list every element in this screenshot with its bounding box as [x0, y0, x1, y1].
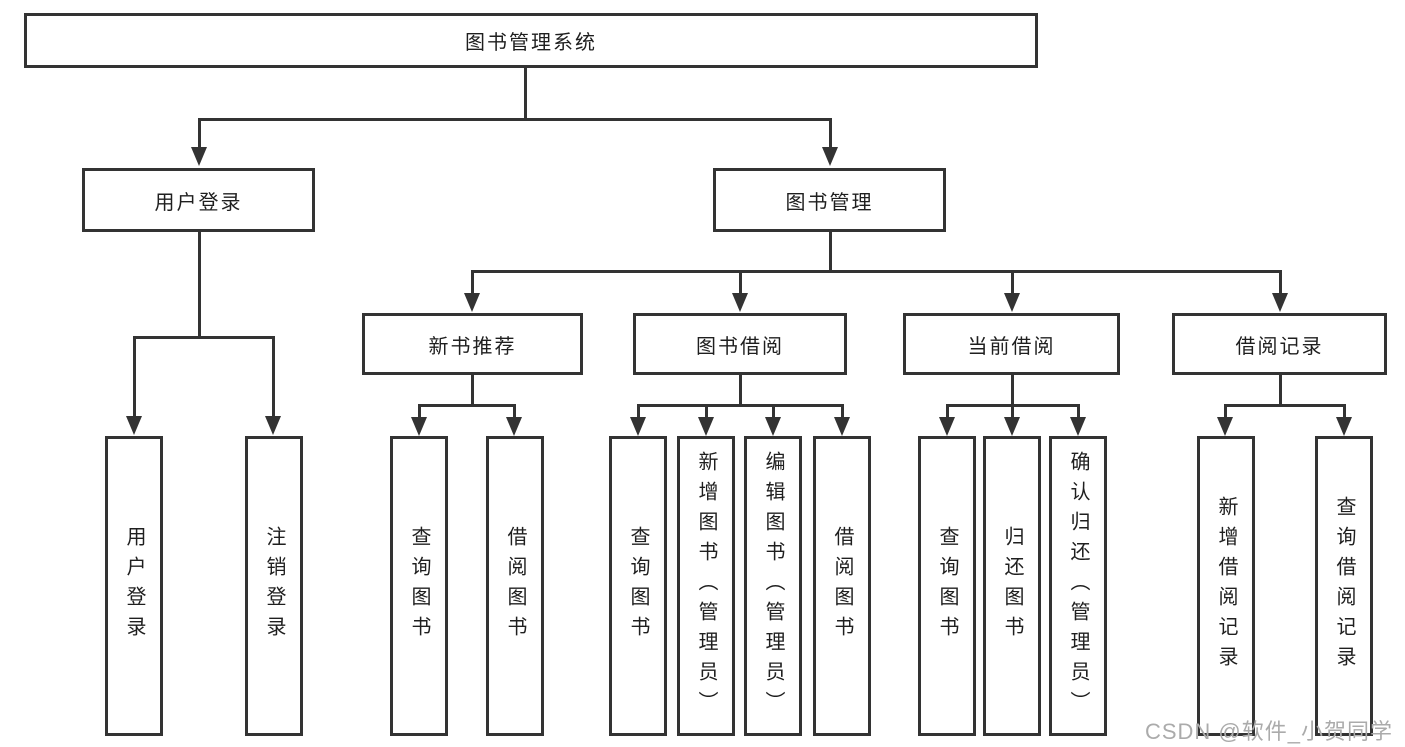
- node-label: 借阅图书: [831, 526, 853, 646]
- node-library-management-system: 图书管理系统: [24, 13, 1038, 68]
- node-leaf-add-book-admin: 新增图书（管理员）: [677, 436, 735, 736]
- node-label: 图书管理系统: [465, 32, 597, 54]
- node-label: 借阅记录: [1235, 335, 1324, 358]
- node-label: 查询图书: [936, 526, 958, 646]
- arrow-down-icon: [765, 417, 781, 436]
- node-leaf-edit-book-admin: 编辑图书（管理员）: [744, 436, 802, 736]
- node-label: 新书推荐: [428, 335, 517, 358]
- node-leaf-borrow-books-recommend: 借阅图书: [486, 436, 544, 736]
- node-label: 当前借阅: [967, 335, 1056, 358]
- node-label: 用户登录: [154, 191, 243, 214]
- node-label: 查询图书: [627, 526, 649, 646]
- arrow-down-icon: [939, 417, 955, 436]
- arrow-down-icon: [1272, 293, 1288, 312]
- connector-line: [829, 232, 832, 272]
- node-leaf-confirm-return-admin: 确认归还（管理员）: [1049, 436, 1107, 736]
- node-book-management: 图书管理: [713, 168, 946, 232]
- node-leaf-query-books-current: 查询图书: [918, 436, 976, 736]
- node-leaf-query-books-recommend: 查询图书: [390, 436, 448, 736]
- node-current-borrowing: 当前借阅: [903, 313, 1120, 375]
- connector-line: [1011, 404, 1014, 418]
- connector-line: [471, 270, 1282, 273]
- node-label: 查询借阅记录: [1333, 496, 1355, 676]
- node-leaf-borrow-books: 借阅图书: [813, 436, 871, 736]
- connector-line: [1279, 270, 1282, 294]
- node-leaf-user-login: 用户登录: [105, 436, 163, 736]
- connector-line: [133, 336, 275, 339]
- connector-line: [198, 118, 201, 148]
- connector-line: [198, 232, 201, 336]
- node-leaf-return-books: 归还图书: [983, 436, 1041, 736]
- node-label: 新增图书（管理员）: [695, 451, 717, 721]
- connector-line: [1279, 375, 1282, 407]
- arrow-down-icon: [822, 147, 838, 166]
- connector-line: [1343, 404, 1346, 418]
- arrow-down-icon: [464, 293, 480, 312]
- node-label: 图书管理: [785, 191, 874, 214]
- connector-line: [946, 404, 949, 418]
- connector-line: [524, 68, 527, 120]
- node-label: 注销登录: [263, 526, 285, 646]
- connector-line: [739, 375, 742, 407]
- connector-line: [637, 404, 640, 418]
- connector-line: [841, 404, 844, 418]
- node-label: 归还图书: [1001, 526, 1023, 646]
- connector-line: [1224, 404, 1346, 407]
- arrow-down-icon: [191, 147, 207, 166]
- connector-line: [1224, 404, 1227, 418]
- connector-line: [739, 270, 742, 294]
- watermark: CSDN @软件_小贺同学: [1144, 719, 1393, 744]
- connector-line: [133, 336, 136, 417]
- arrow-down-icon: [1004, 293, 1020, 312]
- connector-line: [198, 118, 832, 121]
- node-label: 借阅图书: [504, 526, 526, 646]
- connector-line: [1011, 270, 1014, 294]
- node-leaf-query-borrow-record: 查询借阅记录: [1315, 436, 1373, 736]
- node-label: 编辑图书（管理员）: [762, 451, 784, 721]
- node-new-book-recommendation: 新书推荐: [362, 313, 583, 375]
- arrow-down-icon: [265, 416, 281, 435]
- node-borrowing-records: 借阅记录: [1172, 313, 1387, 375]
- connector-line: [705, 404, 708, 418]
- node-leaf-query-books-borrow: 查询图书: [609, 436, 667, 736]
- node-label: 新增借阅记录: [1215, 496, 1237, 676]
- arrow-down-icon: [1004, 417, 1020, 436]
- connector-line: [471, 270, 474, 294]
- arrow-down-icon: [698, 417, 714, 436]
- arrow-down-icon: [834, 417, 850, 436]
- node-label: 图书借阅: [696, 335, 784, 358]
- arrow-down-icon: [506, 417, 522, 436]
- connector-line: [1077, 404, 1080, 418]
- node-label: 查询图书: [408, 526, 430, 646]
- node-leaf-logout: 注销登录: [245, 436, 303, 736]
- connector-line: [513, 404, 516, 418]
- arrow-down-icon: [732, 293, 748, 312]
- arrow-down-icon: [1070, 417, 1086, 436]
- arrow-down-icon: [1336, 417, 1352, 436]
- arrow-down-icon: [630, 417, 646, 436]
- arrow-down-icon: [1217, 417, 1233, 436]
- connector-line: [1011, 375, 1014, 407]
- node-leaf-add-borrow-record: 新增借阅记录: [1197, 436, 1255, 736]
- node-book-borrowing: 图书借阅: [633, 313, 847, 375]
- connector-line: [637, 404, 844, 407]
- connector-line: [829, 118, 832, 148]
- connector-line: [418, 404, 516, 407]
- node-label: 用户登录: [123, 526, 145, 646]
- connector-line: [471, 375, 474, 407]
- node-label: 确认归还（管理员）: [1067, 451, 1089, 721]
- node-user-login: 用户登录: [82, 168, 315, 232]
- arrow-down-icon: [411, 417, 427, 436]
- arrow-down-icon: [126, 416, 142, 435]
- connector-line: [272, 336, 275, 417]
- connector-line: [772, 404, 775, 418]
- connector-line: [418, 404, 421, 418]
